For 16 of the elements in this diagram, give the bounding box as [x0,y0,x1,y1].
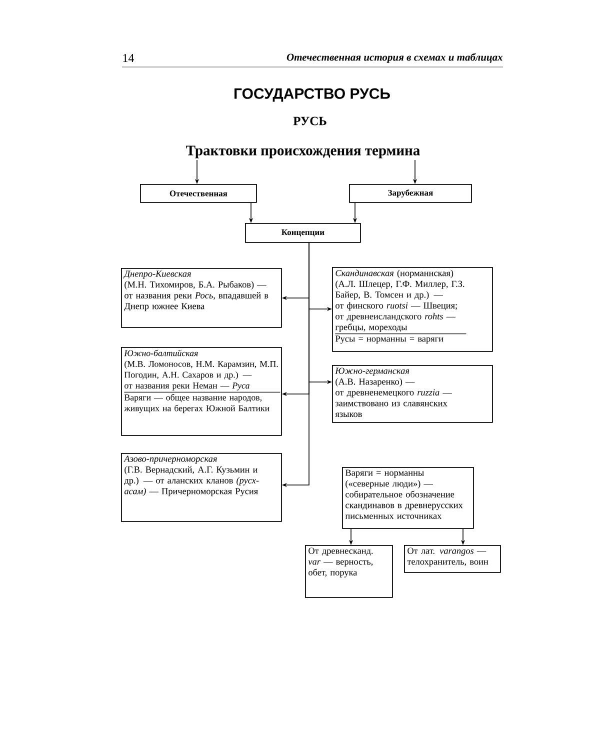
running-header: Отечественная история в схемах и таблицах [286,53,503,63]
category-box: Зарубежная [349,184,472,203]
concept-box: Днепро-Киевская (М.Н. Тихомиров, Б.А. Рыбаков) — от названия реки Рось, впадавшей в Днепр южнее Киева [121,268,282,328]
note-box: От лат. varangos — телохранитель, воин [404,545,501,573]
note-box: От древнесканд. var — верность, обет, порука [305,545,393,598]
heading: Трактовки происхождения термина [186,146,420,158]
note-box: Варяги = норманны («северные люди») — собирательное обозначение скандинавов в древнерусских письменных источниках [342,467,474,529]
category-box: Концепции [245,223,361,243]
concept-box: Южно-балтийская (М.В. Ломоносов, Н.М. Карамзин, М.П. Погодин, А.Н. Сахаров и др.) — от названия реки Неман — Руса Варяги — общее название народов, живущих на берегах Южной Балтики [121,347,282,436]
concept-box: Азово-причерноморская (Г.В. Вернадский, А.Г. Кузьмин и др.) — от аланских кланов (русх-асам) — Причерноморская Русия [121,453,282,522]
category-box: Отечественная [140,184,257,203]
page-number: 14 [123,54,134,62]
title: ГОСУДАРСТВО РУСЬ [234,88,390,102]
concept-box: Скандинавская (норманнская) (А.Л. Шлецер, Г.Ф. Миллер, Г.З. Байер, В. Томсен и др.) — от финского ruotsi — Швеция; от древнеисландского rohts — гребцы, мореходы Русы = норманны = варяги [332,267,493,352]
concept-box: Южно-германская (А.В. Назаренко) — от древненемецкого ruzzia — заимствовано из славянских языков [332,365,493,423]
subtitle: РУСЬ [293,116,326,126]
